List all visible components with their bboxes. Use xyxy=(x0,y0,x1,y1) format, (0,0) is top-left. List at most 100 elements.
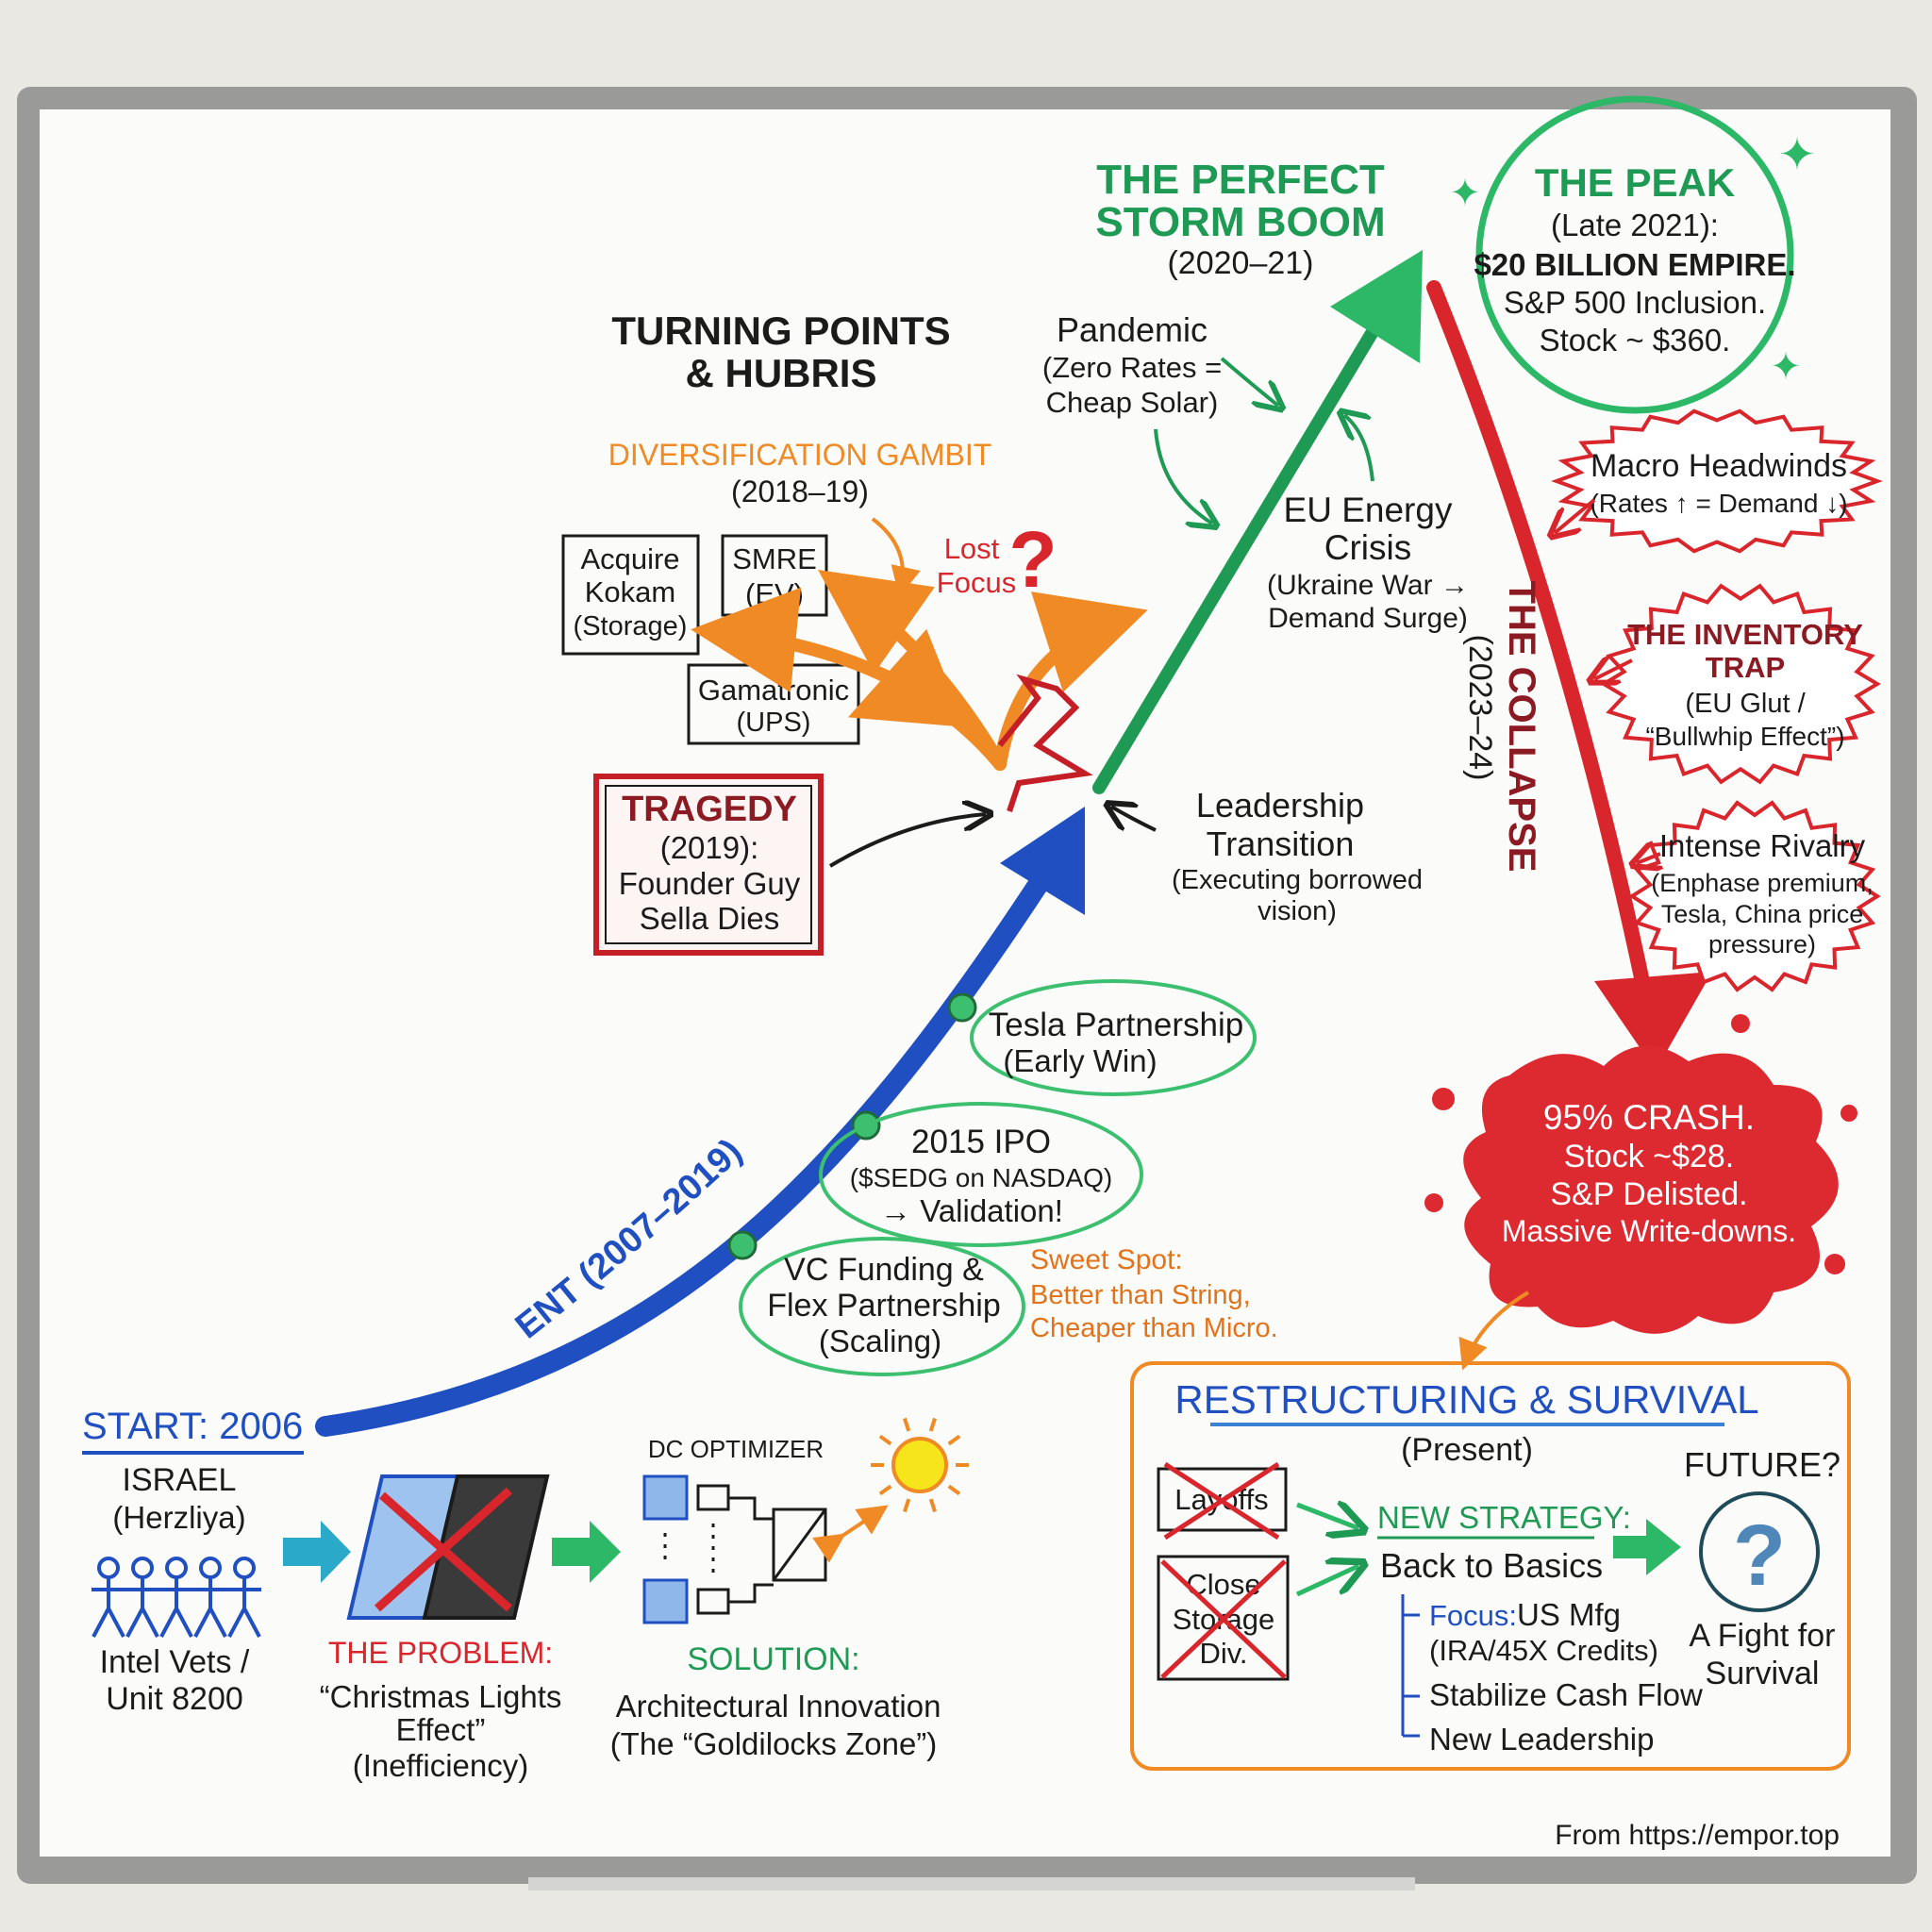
leadership-arrow xyxy=(1111,807,1157,832)
collapse-years: (2023–24) xyxy=(1462,634,1498,780)
turning-points-title-2: & HUBRIS xyxy=(685,351,876,395)
arrow-right-icon xyxy=(283,1521,351,1583)
layoffs-arrow xyxy=(1296,1505,1358,1528)
collapse-label: THE COLLAPSE xyxy=(1501,581,1542,873)
sun-ray xyxy=(903,1417,911,1432)
team-line: Unit 8200 xyxy=(106,1681,243,1717)
cross-out-icon xyxy=(1160,1559,1287,1679)
solution-line: (The “Goldilocks Zone”) xyxy=(610,1726,938,1761)
peak-line: S&P 500 Inclusion. xyxy=(1504,285,1766,320)
focus-detail: (IRA/45X Credits) xyxy=(1429,1634,1658,1667)
peak-line: (Late 2021): xyxy=(1551,208,1719,242)
herzliya-label: (Herzliya) xyxy=(112,1500,245,1535)
stick-figures-icon xyxy=(92,1557,261,1638)
marker-tray xyxy=(528,1877,1415,1890)
cross-out-icon xyxy=(1163,1461,1280,1541)
rivalry-line: (Enphase premium, xyxy=(1651,869,1874,897)
pandemic-arrow xyxy=(1154,428,1212,524)
ipo-ellipse xyxy=(819,1102,1143,1247)
focus-label: Focus: xyxy=(1429,1599,1517,1632)
close-storage-box xyxy=(1157,1555,1290,1681)
inventory-line: “Bullwhip Effect”) xyxy=(1645,722,1844,751)
restructuring-box xyxy=(1130,1361,1851,1771)
milestone-dot-vc xyxy=(727,1230,758,1260)
peak-title: THE PEAK xyxy=(1535,160,1735,205)
source-footer: From https://empor.top xyxy=(1555,1820,1840,1851)
perfect-storm-title: STORM BOOM xyxy=(1095,199,1385,245)
sun-ray xyxy=(878,1484,892,1496)
eu-crisis-line: (Ukraine War → xyxy=(1267,570,1469,601)
question-mark-icon: ? xyxy=(1008,515,1057,604)
stick-figure-icon xyxy=(92,1557,125,1638)
future-text: A Fight for xyxy=(1690,1618,1836,1654)
sun-icon xyxy=(871,1417,969,1513)
problem-line: Effect” xyxy=(396,1712,486,1747)
rivalry-line: Tesla, China price xyxy=(1661,900,1864,928)
gamatronic-line: Gamatronic xyxy=(698,674,849,707)
peak-line: $20 BILLION EMPIRE. xyxy=(1474,247,1795,282)
vc-line: Flex Partnership xyxy=(767,1288,1001,1324)
sparkle-icon: ✦ xyxy=(1778,130,1816,180)
inventory-title: THE INVENTORY xyxy=(1627,618,1863,651)
turning-points-title: TURNING POINTS xyxy=(611,308,950,353)
sun-ray xyxy=(903,1498,911,1513)
vc-line: (Scaling) xyxy=(819,1324,941,1358)
crash-title: 95% CRASH. xyxy=(1543,1098,1755,1137)
crash-to-restructuring-arrow xyxy=(1458,1291,1530,1371)
kokam-line: Acquire xyxy=(580,542,679,575)
small-arrow xyxy=(871,517,921,597)
solution-label: SOLUTION: xyxy=(687,1641,859,1677)
arrow-right-icon xyxy=(552,1521,621,1583)
sun-ray xyxy=(928,1498,937,1513)
sun-ray xyxy=(947,1434,961,1446)
tragedy-line: Founder Guy xyxy=(619,866,801,901)
stick-figure-icon xyxy=(227,1557,261,1638)
leadership-title: Leadership xyxy=(1196,786,1364,824)
problem-line: “Christmas Lights xyxy=(320,1679,562,1714)
macro-title: Macro Headwinds xyxy=(1591,448,1847,484)
kokam-line: Kokam xyxy=(585,575,675,608)
eu-crisis-line: Demand Surge) xyxy=(1268,603,1468,634)
storage-arrow xyxy=(1295,1566,1358,1597)
leadership-line: vision) xyxy=(1257,896,1337,926)
ipo-title: 2015 IPO xyxy=(911,1124,1051,1160)
eu-crisis-title: EU Energy xyxy=(1284,491,1453,529)
sun-ray xyxy=(878,1434,892,1446)
tesla-line: (Early Win) xyxy=(1003,1043,1157,1078)
sun-arrow xyxy=(812,1505,889,1563)
eu-crisis-title: Crisis xyxy=(1324,528,1411,567)
crash-splat xyxy=(1463,1045,1839,1334)
diversification-years: (2018–19) xyxy=(731,475,869,508)
crash-line: S&P Delisted. xyxy=(1550,1176,1747,1212)
rivalry-title: Intense Rivalry xyxy=(1659,828,1866,863)
splat-drop xyxy=(1731,1014,1750,1033)
lost-focus-text: Focus xyxy=(937,566,1016,599)
tragedy-box: TRAGEDY (2019): Founder Guy Sella Dies xyxy=(593,774,824,956)
tesla-ellipse xyxy=(970,979,1257,1096)
eu-arrow xyxy=(1344,415,1374,482)
leadership-line: (Executing borrowed xyxy=(1172,865,1423,895)
future-text: Survival xyxy=(1706,1656,1820,1691)
headwind-arrow xyxy=(1555,498,1596,533)
peak-circle xyxy=(1475,95,1794,414)
pandemic-line: Cheap Solar) xyxy=(1046,386,1219,419)
pandemic-title: Pandemic xyxy=(1057,310,1208,349)
sun-ray xyxy=(947,1484,961,1496)
tragedy-title: TRAGEDY xyxy=(622,790,797,829)
stick-figure-icon xyxy=(193,1557,227,1638)
stick-figure-icon xyxy=(125,1557,159,1638)
leadership-title: Transition xyxy=(1207,824,1355,863)
boom-arrowhead xyxy=(1330,250,1423,363)
gamatronic-line: (UPS) xyxy=(737,708,811,738)
focus-text: US Mfg xyxy=(1517,1597,1621,1632)
tragedy-line: Sella Dies xyxy=(640,901,780,936)
sparkle-icon: ✦ xyxy=(1449,173,1481,214)
bullet-item: Stabilize Cash Flow xyxy=(1429,1677,1703,1712)
pandemic-arrow xyxy=(1220,357,1278,406)
arrow-right-icon xyxy=(1613,1519,1681,1575)
tesla-title: Tesla Partnership xyxy=(989,1007,1243,1043)
diversification-title: DIVERSIFICATION GAMBIT xyxy=(608,438,992,472)
dc-optimizer-label: DC OPTIMIZER xyxy=(648,1435,824,1463)
problem-label: THE PROBLEM: xyxy=(328,1636,553,1670)
